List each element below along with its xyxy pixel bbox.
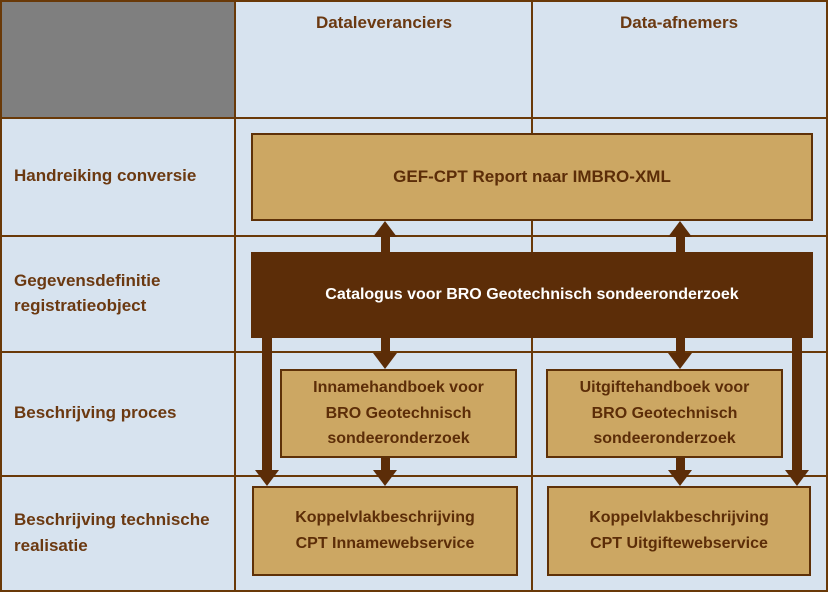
- column-header-data-afnemers: Data-afnemers: [619, 13, 739, 32]
- arrow-head-down-icon: [668, 470, 692, 486]
- row-label-gegevensdefinitie-registratieobject: Gegevensdefinitie registratieobject: [14, 270, 161, 316]
- arrow-shaft: [676, 236, 685, 252]
- column-header-dataleveranciers: Dataleveranciers: [315, 13, 453, 32]
- corner-cell: [2, 2, 236, 118]
- arrow-head-down-icon: [373, 353, 397, 369]
- box-uitgiftehandboek: Uitgiftehandboek voor BRO Geotechnisch s…: [546, 369, 783, 458]
- arrow-shaft: [676, 338, 685, 354]
- arrow-head-down-icon: [668, 353, 692, 369]
- grid-line-vertical-1: [234, 2, 236, 590]
- arrow-head-down-icon: [255, 470, 279, 486]
- arrow-shaft: [381, 458, 390, 472]
- row-label-beschrijving-technische-realisatie: Beschrijving technische realisatie: [14, 510, 210, 555]
- arrow-shaft: [676, 458, 685, 472]
- box-innamehandboek: Innamehandboek voor BRO Geotechnisch son…: [280, 369, 517, 458]
- arrow-head-up-icon: [668, 221, 692, 237]
- arrow-head-down-icon: [373, 470, 397, 486]
- arrow-head-down-icon: [785, 470, 809, 486]
- grid-line-horizontal-2: [2, 235, 826, 237]
- box-catalogus-bro-geotechnisch-sondeeronderzoek: Catalogus voor BRO Geotechnisch sondeero…: [251, 252, 813, 338]
- grid-line-horizontal-1: [2, 117, 826, 119]
- box-gef-cpt-report-naar-imbro-xml: GEF-CPT Report naar IMBRO-XML: [251, 133, 813, 221]
- arrow-shaft: [792, 338, 802, 471]
- box-koppelvlakbeschrijving-cpt-innamewebservice: Koppelvlakbeschrijving CPT Innamewebserv…: [252, 486, 518, 576]
- arrow-shaft: [381, 236, 390, 252]
- arrow-head-up-icon: [373, 221, 397, 237]
- arrow-shaft: [381, 338, 390, 354]
- row-label-beschrijving-proces: Beschrijving proces: [14, 403, 177, 423]
- grid-line-horizontal-3: [2, 351, 826, 353]
- grid-line-horizontal-4: [2, 475, 826, 477]
- row-label-handreiking-conversie: Handreiking conversie: [14, 166, 197, 186]
- box-koppelvlakbeschrijving-cpt-uitgiftewebservice: Koppelvlakbeschrijving CPT Uitgiftewebse…: [547, 486, 811, 576]
- arrow-shaft: [262, 338, 272, 471]
